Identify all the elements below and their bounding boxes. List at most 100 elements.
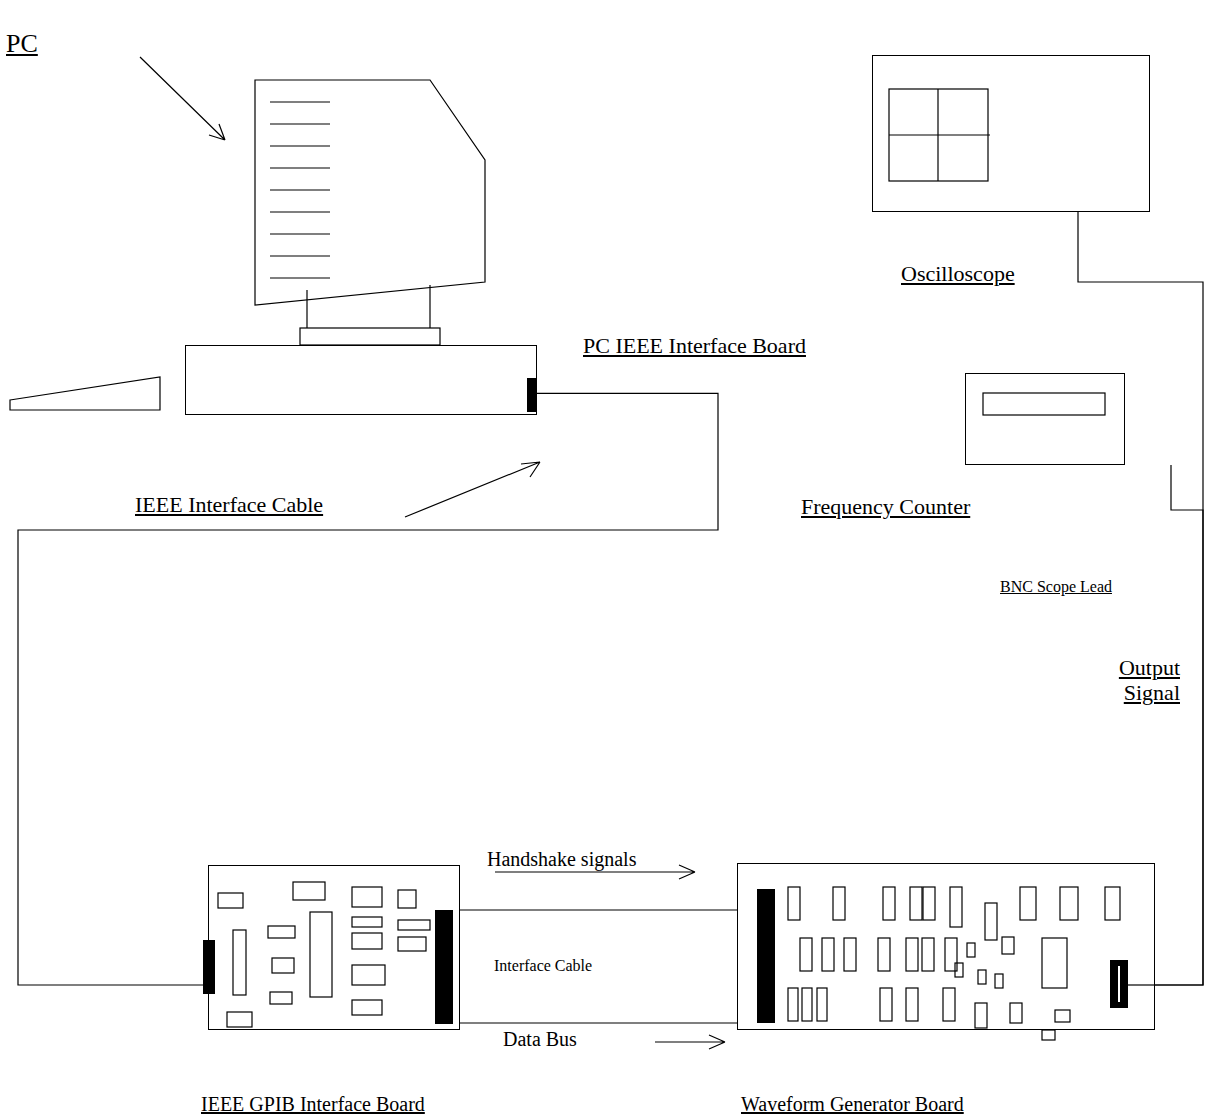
bnc-pin (1118, 966, 1120, 1002)
screen-line (270, 167, 330, 168)
chip-outline (1055, 1010, 1070, 1022)
chip-outline (833, 887, 845, 920)
chip-outline (310, 912, 332, 997)
monitor-stand (429, 285, 430, 328)
chip-outline (352, 887, 382, 907)
cable-line (460, 1022, 737, 1023)
node-label: PC (6, 29, 38, 59)
annotation-label: IEEE Interface Cable (135, 492, 323, 517)
cable-line (460, 909, 737, 910)
screen-line (270, 255, 330, 256)
cable-connector (1078, 212, 1203, 985)
chip-outline (1020, 887, 1036, 920)
chip-outline (272, 958, 294, 973)
annotation-label: PC IEEE Interface Board (583, 333, 806, 358)
chip-outline (1010, 1003, 1022, 1023)
counter-display (983, 393, 1105, 415)
screen-line (270, 123, 330, 124)
screen-line (270, 145, 330, 146)
chip-outline (352, 1000, 382, 1015)
chip-outline (906, 988, 918, 1021)
callout-arrow (405, 462, 540, 517)
node-label: Oscilloscope (901, 261, 1015, 286)
chip-outline (880, 988, 892, 1021)
board-components (218, 882, 1120, 1040)
chip-outline (1060, 887, 1078, 920)
cable-connector (460, 910, 737, 1023)
oscilloscope-box: Oscilloscope (872, 55, 1150, 212)
chip-outline (218, 893, 243, 908)
chip-outline (1002, 937, 1014, 954)
output-lead (1128, 984, 1155, 985)
node-label: IEEE GPIB Interface Board (201, 1093, 425, 1115)
screen-line (270, 189, 330, 190)
cable-connector (18, 393, 718, 985)
chip-outline (844, 938, 856, 971)
chip-outline (1042, 1030, 1055, 1040)
chip-outline (822, 938, 834, 971)
chip-outline (922, 938, 934, 971)
chip-outline (398, 890, 416, 908)
chip-outline (817, 988, 827, 1021)
chip-outline (233, 930, 246, 995)
monitor-stand (306, 290, 307, 328)
chip-outline (352, 917, 382, 927)
chip-outline (955, 963, 963, 977)
node-label: Frequency Counter (801, 494, 970, 519)
chip-outline (293, 882, 325, 900)
callout-arrow (140, 57, 225, 140)
chip-outline (910, 887, 922, 920)
pc-case: PC (185, 345, 537, 415)
cable-line (1155, 465, 1203, 985)
bnc-output-connector (1110, 960, 1128, 1008)
cable-line (18, 393, 718, 985)
chip-outline (800, 938, 812, 971)
pc-ieee-port (527, 378, 537, 412)
frequency-counter-box: Frequency Counter (965, 373, 1125, 465)
screen-line (270, 233, 330, 234)
chip-outline (227, 1012, 252, 1027)
chip-outline (1105, 887, 1120, 920)
screen-line (270, 277, 330, 278)
chip-outline (923, 887, 935, 920)
annotation-label: Handshake signals (487, 848, 636, 871)
node-label: Waveform Generator Board (741, 1093, 964, 1115)
cable-connector (1155, 465, 1203, 985)
annotation-label: Data Bus (503, 1028, 577, 1051)
chip-outline (802, 988, 812, 1021)
chip-outline (398, 937, 426, 951)
chip-outline (906, 938, 918, 971)
keyboard (10, 377, 160, 410)
edge-label: Interface Cable (494, 957, 592, 975)
chip-outline (985, 903, 997, 940)
waveform-generator-board: Waveform Generator Board (737, 863, 1155, 1030)
screen-lines (270, 102, 330, 278)
chip-outline (398, 920, 430, 930)
annotation-label: Output Signal (1105, 655, 1180, 706)
screen-line (270, 101, 330, 102)
gpib-connector (435, 910, 453, 1024)
screen-line (270, 211, 330, 212)
gpib-connector (203, 940, 215, 994)
chip-outline (788, 988, 798, 1021)
gpib-board: IEEE GPIB Interface Board (208, 865, 460, 1030)
wfg-connector (757, 889, 775, 1023)
chip-outline (878, 938, 890, 971)
chip-outline (995, 974, 1003, 988)
monitor-base (300, 328, 440, 345)
chip-outline (978, 970, 986, 984)
chip-outline (950, 887, 962, 927)
chip-outline (352, 933, 382, 949)
chip-outline (352, 965, 385, 985)
chip-outline (268, 926, 295, 938)
signal-arrow (655, 1035, 725, 1049)
chip-outline (975, 1003, 987, 1028)
chip-outline (883, 887, 895, 920)
chip-outline (943, 988, 955, 1021)
chip-outline (270, 992, 292, 1004)
pc-monitor (255, 80, 485, 305)
chip-outline (1042, 938, 1067, 988)
annotation-label: BNC Scope Lead (1000, 578, 1112, 596)
